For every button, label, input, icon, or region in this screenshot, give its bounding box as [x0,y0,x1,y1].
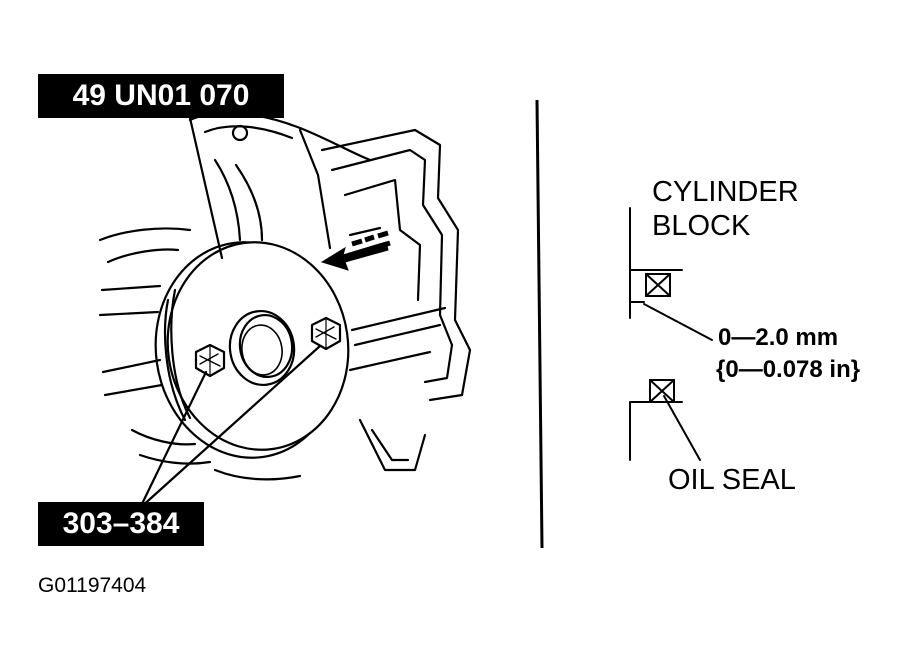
depth-leader-line [643,303,713,341]
panel-divider [535,99,544,549]
figure-id: G01197404 [38,574,147,597]
tool-number-label: 49 UN01 070 [38,74,284,118]
bolt-part-label: 303–384 [38,502,204,546]
seal-installer-tool [154,241,350,459]
bolt-leader-line-left [138,370,208,510]
bolt-leader-line-right [138,344,322,510]
engine-housing-outline [98,111,472,481]
depth-spec-in: {0—0.078 in} [716,356,861,383]
tool-leader-line [188,116,224,260]
bolt-right [310,316,342,351]
oil-seal-leader-line [663,395,701,461]
oil-seal-label: OIL SEAL [668,464,796,496]
depth-spec-mm: 0—2.0 mm [718,324,839,351]
oil-seal-section-upper [645,273,671,297]
cylinder-block-section-lower [629,401,683,461]
installation-direction-arrow [320,230,391,271]
cylinder-block-label-line2: BLOCK [652,210,751,242]
bolt-left [194,343,226,378]
oil-seal-section-lower [649,379,675,403]
cylinder-block-section [629,207,683,319]
cylinder-block-label-line1: CYLINDER [652,176,799,208]
